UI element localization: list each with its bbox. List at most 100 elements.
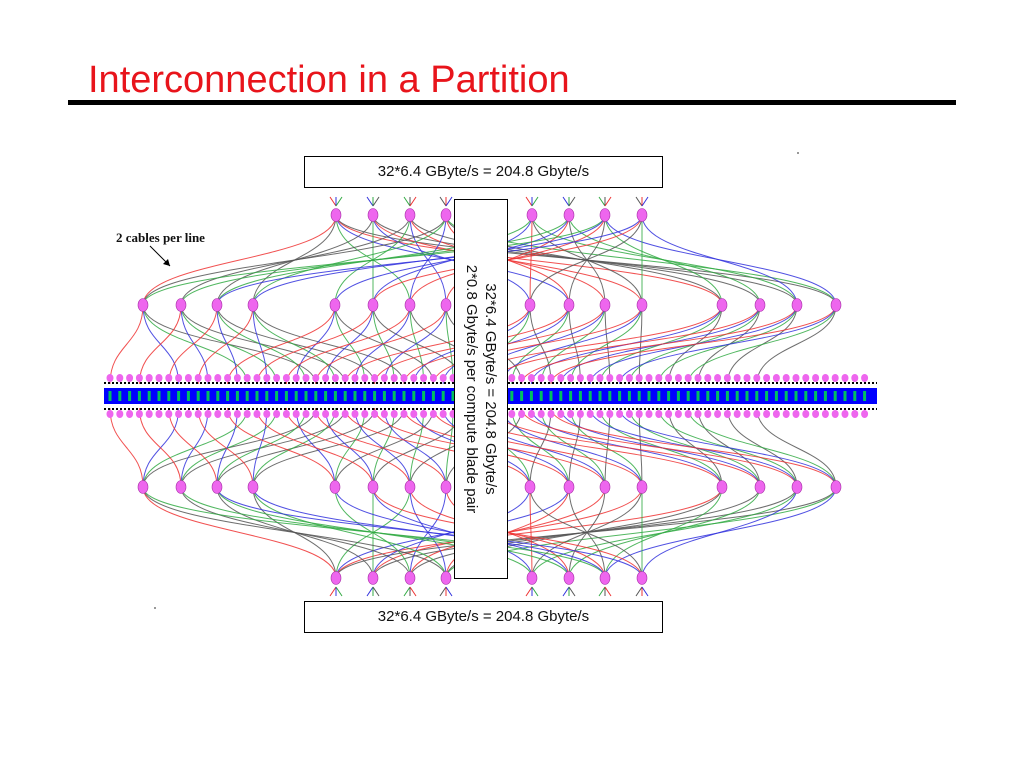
blade-node (576, 374, 584, 382)
blade-node (723, 374, 731, 382)
cable (252, 214, 447, 306)
cable (252, 304, 268, 385)
blade-node (596, 374, 604, 382)
blade-link (637, 391, 641, 401)
blade-node (518, 410, 526, 418)
router-node (563, 480, 575, 494)
blade-node (763, 410, 771, 418)
router-node (329, 298, 341, 312)
cable (138, 407, 182, 488)
cable (285, 407, 411, 488)
blade-node (400, 374, 408, 382)
blade-node (802, 410, 810, 418)
blade-node (802, 374, 810, 382)
blade-node (165, 374, 173, 382)
blade-node (116, 374, 124, 382)
blade-node (273, 410, 281, 418)
blade-node (674, 374, 682, 382)
cable (285, 304, 411, 385)
cable-stub (329, 586, 337, 597)
blade-link (833, 391, 837, 401)
router-node (211, 298, 223, 312)
blade-node (331, 374, 339, 382)
cable (550, 407, 837, 488)
cable (550, 304, 837, 385)
blade-node (224, 374, 232, 382)
cable-stub (562, 586, 570, 597)
cable (216, 407, 307, 488)
blade-link (314, 391, 318, 401)
router-node (754, 480, 766, 494)
router-node (563, 571, 575, 585)
cable-stub (635, 196, 643, 207)
router-node (404, 298, 416, 312)
router-node (524, 298, 536, 312)
cable (638, 304, 643, 385)
blade-node (282, 374, 290, 382)
blade-node (841, 410, 849, 418)
center-bandwidth-box: 32*6.4 GByte/s = 204.8 Gbyte/s 2*0.8 Gby… (454, 199, 508, 579)
blade-node (331, 410, 339, 418)
cable (756, 304, 837, 385)
cable (432, 407, 643, 488)
blade-node (812, 410, 820, 418)
cable (529, 214, 533, 306)
blade-node (155, 410, 163, 418)
cable-stub (604, 196, 612, 207)
blade-node (557, 410, 565, 418)
blade-node (361, 374, 369, 382)
blade-node (576, 410, 584, 418)
cable (180, 304, 209, 385)
router-node (211, 480, 223, 494)
router-node (524, 480, 536, 494)
router-node (404, 208, 416, 222)
router-node (404, 480, 416, 494)
router-node (440, 298, 452, 312)
cable (142, 486, 447, 579)
router-node (404, 571, 416, 585)
blade-node (821, 410, 829, 418)
blade-node (175, 410, 183, 418)
blade-link (588, 391, 592, 401)
blade-link (735, 391, 739, 401)
blade-link (765, 391, 769, 401)
blade-link (304, 391, 308, 401)
blade-link (402, 391, 406, 401)
cable (252, 407, 268, 488)
blade-link (118, 391, 122, 401)
stray-dot (154, 607, 156, 609)
blade-link (333, 391, 337, 401)
blade-link (804, 391, 808, 401)
blade-node (135, 374, 143, 382)
blade-node (233, 410, 241, 418)
blade-node (743, 374, 751, 382)
blade-link (353, 391, 357, 401)
blade-node (655, 374, 663, 382)
blade-node (106, 374, 114, 382)
blade-node (606, 374, 614, 382)
cable-stub (568, 586, 576, 597)
blade-link (823, 391, 827, 401)
cable (216, 407, 238, 488)
blade-node (410, 410, 418, 418)
blade-link (608, 391, 612, 401)
blade-node (341, 374, 349, 382)
cable-stub (329, 196, 337, 207)
cable-stub (635, 586, 643, 597)
cable (138, 304, 182, 385)
cable (529, 214, 643, 306)
blade-link (686, 391, 690, 401)
top-bandwidth-box: 32*6.4 GByte/s = 204.8 Gbyte/s (304, 156, 663, 188)
blade-node (821, 374, 829, 382)
blade-node (704, 374, 712, 382)
blade-node (380, 374, 388, 382)
cable-stub (409, 196, 417, 207)
router-node (563, 298, 575, 312)
blade-node (273, 374, 281, 382)
cable-stub (641, 586, 649, 597)
blade-node (292, 374, 300, 382)
blade-link (431, 391, 435, 401)
router-node (791, 298, 803, 312)
blade-link (627, 391, 631, 401)
blade-node (361, 410, 369, 418)
